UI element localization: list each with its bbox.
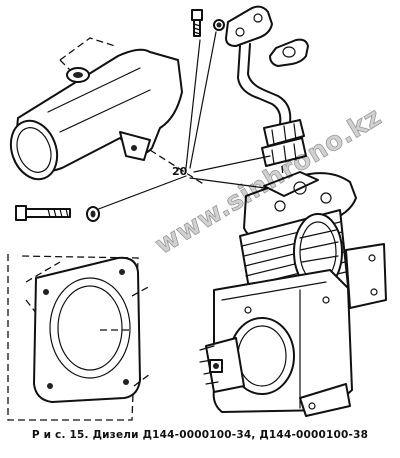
figure-caption: Р и с. 15. Дизели Д144-0000100-34, Д144-… bbox=[31, 429, 369, 441]
exhaust-pipe-elbow bbox=[9, 37, 206, 186]
bolt-left bbox=[15, 205, 71, 221]
gasket bbox=[7, 254, 151, 421]
air-supply-tube-with-flanges bbox=[225, 5, 309, 189]
air-compressor bbox=[199, 171, 387, 417]
callout-number: 20 bbox=[172, 165, 188, 178]
washer-left bbox=[86, 206, 100, 222]
washer-top bbox=[213, 19, 225, 31]
bolt-top bbox=[191, 9, 203, 37]
